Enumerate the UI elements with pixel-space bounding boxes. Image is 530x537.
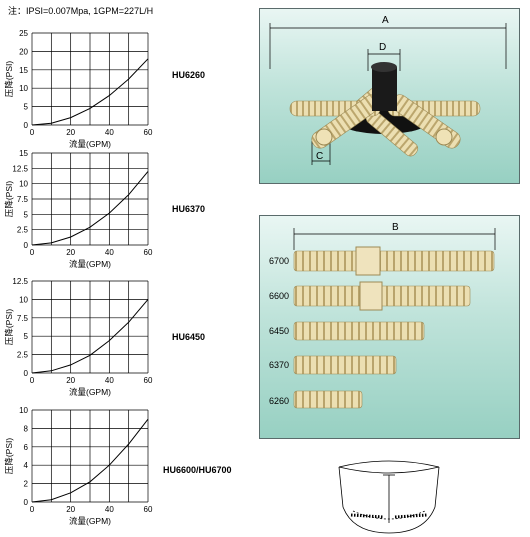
y-tick-label: 2.5 xyxy=(17,351,29,360)
x-tick-label: 0 xyxy=(30,128,35,137)
y-tick-label: 4 xyxy=(24,461,29,470)
pressure-chart-hu6370: 0 2.5 5 7.5 10 12.5 15 0 20 40 60 流量(GPM) 压降(PSI) xyxy=(0,145,165,275)
y-axis-label: 压降(PSI) xyxy=(4,61,14,98)
x-tick-label: 0 xyxy=(30,505,35,514)
vessel-cutaway-diagram xyxy=(338,460,440,534)
hub-assembly-panel: A D C xyxy=(259,8,520,184)
x-tick-label: 20 xyxy=(66,505,75,514)
y-tick-label: 2 xyxy=(24,480,29,489)
y-tick-label: 12.5 xyxy=(12,277,28,286)
y-tick-label: 6 xyxy=(24,443,29,452)
lateral-label-6260: 6260 xyxy=(269,396,290,406)
chart-svg: 0 2.5 5 7.5 10 12.5 0 20 40 60 流量(GPM) 压降(PSI) xyxy=(4,277,153,397)
lateral-label-6450: 6450 xyxy=(269,326,290,336)
pressure-curve xyxy=(31,299,149,374)
y-tick-label: 0 xyxy=(24,498,29,507)
y-tick-label: 20 xyxy=(19,47,28,56)
y-tick-label: 15 xyxy=(19,66,28,75)
model-label-hu6370: HU6370 xyxy=(172,204,206,214)
y-tick-label: 15 xyxy=(19,149,28,158)
pressure-chart-hu6450: 0 2.5 5 7.5 10 12.5 0 20 40 60 流量(GPM) 压降(PSI) xyxy=(0,273,165,403)
y-tick-label: 2.5 xyxy=(17,226,29,235)
x-tick-label: 20 xyxy=(66,248,75,257)
chart-svg: 0 2 4 6 8 10 0 20 40 60 流量(GPM) 压降(PSI) xyxy=(4,406,153,526)
dimension-d-label: D xyxy=(379,42,387,53)
pressure-chart-hu6260: 0 5 10 15 20 25 0 20 40 60 流量(GPM) 压降(PSI) xyxy=(0,25,165,155)
x-axis-label: 流量(GPM) xyxy=(69,387,111,397)
dimension-a-label: A xyxy=(382,15,389,26)
y-tick-label: 12.5 xyxy=(12,164,28,173)
x-axis-label: 流量(GPM) xyxy=(69,516,111,526)
pressure-chart-hu6600-hu6700: 0 2 4 6 8 10 0 20 40 60 流量(GPM) 压降(PSI) xyxy=(0,402,165,532)
y-tick-label: 7.5 xyxy=(17,314,29,323)
pressure-curve xyxy=(31,171,149,246)
y-tick-label: 10 xyxy=(19,84,28,93)
x-axis-label: 流量(GPM) xyxy=(69,259,111,269)
laterals-panel: B 6700 6600 6450 6370 6260 xyxy=(259,215,520,439)
x-axis-label: 流量(GPM) xyxy=(69,139,111,149)
x-tick-label: 60 xyxy=(144,376,153,385)
pressure-curve xyxy=(31,418,149,503)
chart-svg: 0 5 10 15 20 25 0 20 40 60 流量(GPM) 压降(PSI) xyxy=(4,29,153,149)
y-axis-label: 压降(PSI) xyxy=(4,438,14,475)
unit-note: 注：IPSI=0.007Mpa, 1GPM=227L/H xyxy=(8,6,154,16)
lateral-label-6600: 6600 xyxy=(269,291,290,301)
y-tick-label: 0 xyxy=(24,121,29,130)
lateral-label-6700: 6700 xyxy=(269,256,290,266)
x-tick-label: 60 xyxy=(144,248,153,257)
x-tick-label: 40 xyxy=(105,248,114,257)
x-tick-label: 20 xyxy=(66,376,75,385)
hub-assembly-illustration xyxy=(269,23,507,165)
y-tick-label: 5 xyxy=(24,332,29,341)
y-tick-label: 10 xyxy=(19,295,28,304)
x-tick-label: 0 xyxy=(30,376,35,385)
x-tick-label: 0 xyxy=(30,248,35,257)
model-label-hu6260: HU6260 xyxy=(172,70,206,80)
x-tick-label: 60 xyxy=(144,505,153,514)
y-tick-label: 8 xyxy=(24,424,29,433)
y-tick-label: 0 xyxy=(24,241,29,250)
x-tick-label: 40 xyxy=(105,376,114,385)
y-axis-label: 压降(PSI) xyxy=(4,309,14,346)
y-tick-label: 10 xyxy=(19,180,28,189)
y-tick-label: 5 xyxy=(24,103,29,112)
model-label-hu6600-hu6700: HU6600/HU6700 xyxy=(163,465,232,475)
y-tick-label: 7.5 xyxy=(17,195,29,204)
y-tick-label: 5 xyxy=(24,210,29,219)
dimension-c-label: C xyxy=(316,151,324,162)
y-tick-label: 25 xyxy=(19,29,28,38)
lateral-label-6370: 6370 xyxy=(269,360,290,370)
x-tick-label: 40 xyxy=(105,505,114,514)
laterals-illustration xyxy=(293,228,496,409)
chart-svg: 0 2.5 5 7.5 10 12.5 15 0 20 40 60 流量(GPM) 压降(PSI) xyxy=(4,149,153,269)
dimension-b-label: B xyxy=(392,222,399,233)
y-axis-label: 压降(PSI) xyxy=(4,181,14,218)
y-tick-label: 0 xyxy=(24,369,29,378)
model-label-hu6450: HU6450 xyxy=(172,332,206,342)
x-tick-label: 40 xyxy=(105,128,114,137)
y-tick-label: 10 xyxy=(19,406,28,415)
x-tick-label: 60 xyxy=(144,128,153,137)
pressure-curve xyxy=(31,58,149,126)
x-tick-label: 20 xyxy=(66,128,75,137)
